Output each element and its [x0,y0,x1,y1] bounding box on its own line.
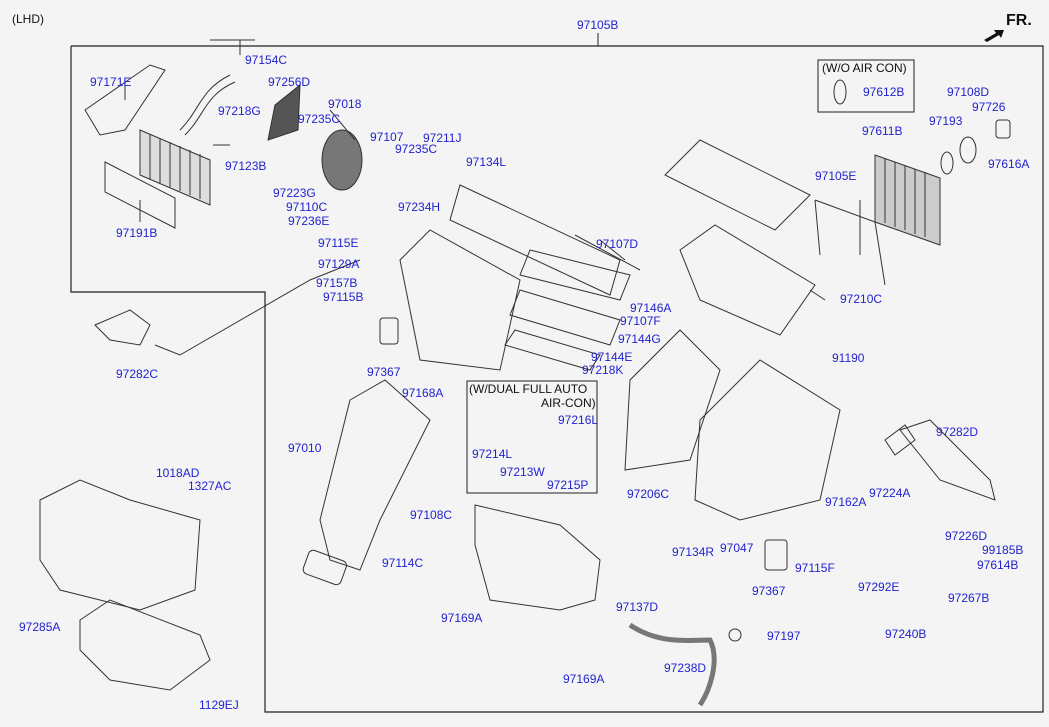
part-label[interactable]: 97214L [472,447,513,461]
part-label[interactable]: 97238D [664,661,707,675]
actuator-shape [267,83,301,141]
part-label[interactable]: 97236E [288,214,330,228]
part-label[interactable]: 97169A [563,672,605,686]
part-label[interactable]: 97168A [402,386,444,400]
blower-wheel-shape [321,129,363,191]
part-label[interactable]: 97047 [720,541,754,555]
part-label[interactable]: 97114C [382,556,424,570]
part-label[interactable]: 97108D [947,85,990,99]
part-label[interactable]: 1129EJ [199,698,239,712]
part-label[interactable]: 91190 [832,351,865,365]
part-label[interactable]: 97235C [395,142,438,156]
part-label[interactable]: 97134R [672,545,715,559]
heater-cover-shape [104,161,176,229]
part-label[interactable]: 97726 [972,100,1006,114]
part-label[interactable]: 97115F [795,561,835,575]
part-label[interactable]: 97611B [862,124,903,138]
heater-case-shape [399,229,521,371]
part-label[interactable]: 97216L [558,413,599,427]
blower-lower-cover-shape [79,599,211,691]
part-label[interactable]: 97115E [318,236,359,250]
part-label[interactable]: 97146A [630,301,672,315]
part-label[interactable]: 97267B [948,591,990,605]
part-label[interactable]: 1018AD [156,466,200,480]
note-dual-auto-line1: (W/DUAL FULL AUTO [469,382,588,396]
part-label[interactable]: 97191B [116,226,158,240]
rear-duct-shape [319,379,431,571]
dual-auto-box [466,380,598,494]
drain-hose-shape [628,622,717,707]
part-label[interactable]: 97157B [316,276,358,290]
part-label[interactable]: 97162A [825,495,867,509]
pipe-bracket-shape [84,64,166,136]
part-label[interactable]: 97234H [398,200,441,214]
part-label[interactable]: 97367 [752,584,786,598]
part-label[interactable]: 97367 [367,365,401,379]
drain-pan-shape [474,504,601,611]
part-label[interactable]: 97224A [869,486,911,500]
front-direction-label: FR. [1006,12,1032,29]
part-label[interactable]: 97105E [815,169,857,183]
part-label[interactable]: 97144E [591,350,633,364]
part-label[interactable]: 97154C [245,53,288,67]
intake-housing-shape [679,224,816,336]
part-label[interactable]: 97144G [618,332,661,346]
note-dual-auto-line2: AIR-CON) [541,396,596,410]
part-label[interactable]: 97110C [286,200,328,214]
side-duct-shape [94,309,151,346]
part-label[interactable]: 97107F [620,314,661,328]
part-label[interactable]: 97134L [466,155,507,169]
part-label[interactable]: 97107D [596,237,639,251]
blower-unit-shape [39,479,201,611]
part-label[interactable]: 97129A [318,257,360,271]
part-label[interactable]: 97123B [225,159,267,173]
part-label[interactable]: 97171E [90,75,132,89]
blower-case-shape [624,329,721,471]
part-label[interactable]: 97614B [977,558,1019,572]
part-label[interactable]: 97235C [298,112,341,126]
part-label-assembly[interactable]: 97105B [577,18,619,32]
part-label[interactable]: 97010 [288,441,322,455]
part-label[interactable]: 97210C [840,292,883,306]
part-label[interactable]: 97256D [268,75,311,89]
wo-air-con-box [817,59,915,113]
part-label[interactable]: 97285A [19,620,61,634]
part-label[interactable]: 97211J [423,131,462,145]
part-label[interactable]: 97197 [767,629,801,643]
part-label[interactable]: 97218G [218,104,261,118]
evaporator-shape [874,154,941,246]
filter-cover-shape [664,139,811,231]
note-wo-air-con: (W/O AIR CON) [822,61,907,75]
front-arrow-icon [984,30,1004,42]
part-label[interactable]: 97169A [441,611,483,625]
part-label[interactable]: 97282C [116,367,159,381]
part-label[interactable]: 97213W [500,465,545,479]
part-label[interactable]: 97612B [863,85,905,99]
part-label[interactable]: 97292E [858,580,900,594]
variant-label: (LHD) [12,12,44,26]
part-label[interactable]: 97215P [547,478,589,492]
part-label[interactable]: 97282D [936,425,979,439]
part-label[interactable]: 97226D [945,529,988,543]
part-label[interactable]: 97137D [616,600,659,614]
part-label[interactable]: 97240B [885,627,927,641]
part-label[interactable]: 1327AC [188,479,232,493]
part-label[interactable]: 97218K [582,363,624,377]
heater-core-shape [139,74,236,206]
part-label[interactable]: 97018 [328,97,362,111]
part-label[interactable]: 97223G [273,186,316,200]
part-label[interactable]: 97115B [323,290,364,304]
part-label[interactable]: 97108C [410,508,453,522]
part-label[interactable]: 97206C [627,487,670,501]
part-label[interactable]: 99185B [982,543,1024,557]
floor-duct-shape [899,419,996,501]
part-label[interactable]: 97616A [988,157,1030,171]
part-label[interactable]: 97193 [929,114,963,128]
assembly-frame [70,45,1044,713]
part-label[interactable]: 97107 [370,130,404,144]
